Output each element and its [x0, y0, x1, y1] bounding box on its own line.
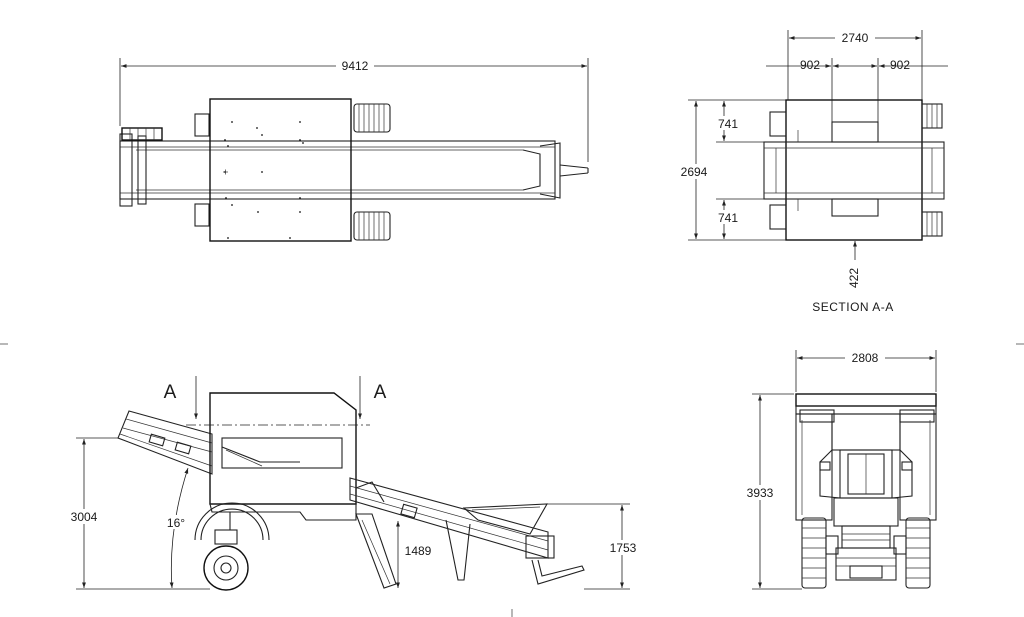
section-view: 2740 902 902 2694 741 741 422 SECTION A-…	[676, 30, 948, 314]
top-view: 9412	[119, 58, 589, 242]
end-view: 2808 3933	[740, 350, 937, 590]
section-mark-left: A	[164, 382, 177, 403]
sheet-ticks	[0, 343, 1024, 617]
discharge-height-label: 3004	[71, 510, 98, 524]
track-icon	[905, 517, 931, 589]
wheel-icon	[194, 502, 270, 591]
side-view: A A 3004 16° 1489 1753	[64, 376, 642, 591]
section-right-segment-label: 902	[890, 58, 910, 72]
section-top-offset-label: 741	[718, 117, 738, 131]
section-mark-right: A	[374, 382, 387, 403]
incline-angle-label: 16°	[167, 516, 185, 530]
end-height-label: 3933	[747, 486, 774, 500]
section-width-label: 2740	[842, 31, 869, 45]
section-bottom-offset-label: 741	[718, 211, 738, 225]
track-icon	[353, 211, 391, 241]
end-width-label: 2808	[852, 351, 879, 365]
drive-motor-icon	[121, 127, 163, 141]
section-caption: SECTION A-A	[812, 300, 894, 314]
overall-length-label: 9412	[342, 59, 369, 73]
hopper-height-label: 1489	[405, 544, 432, 558]
feed-height-label: 1753	[610, 541, 637, 555]
section-left-segment-label: 902	[800, 58, 820, 72]
section-height-label: 2694	[681, 165, 708, 179]
track-icon	[801, 517, 827, 589]
track-icon	[353, 103, 391, 133]
section-center-dim-label: 422	[847, 268, 861, 288]
